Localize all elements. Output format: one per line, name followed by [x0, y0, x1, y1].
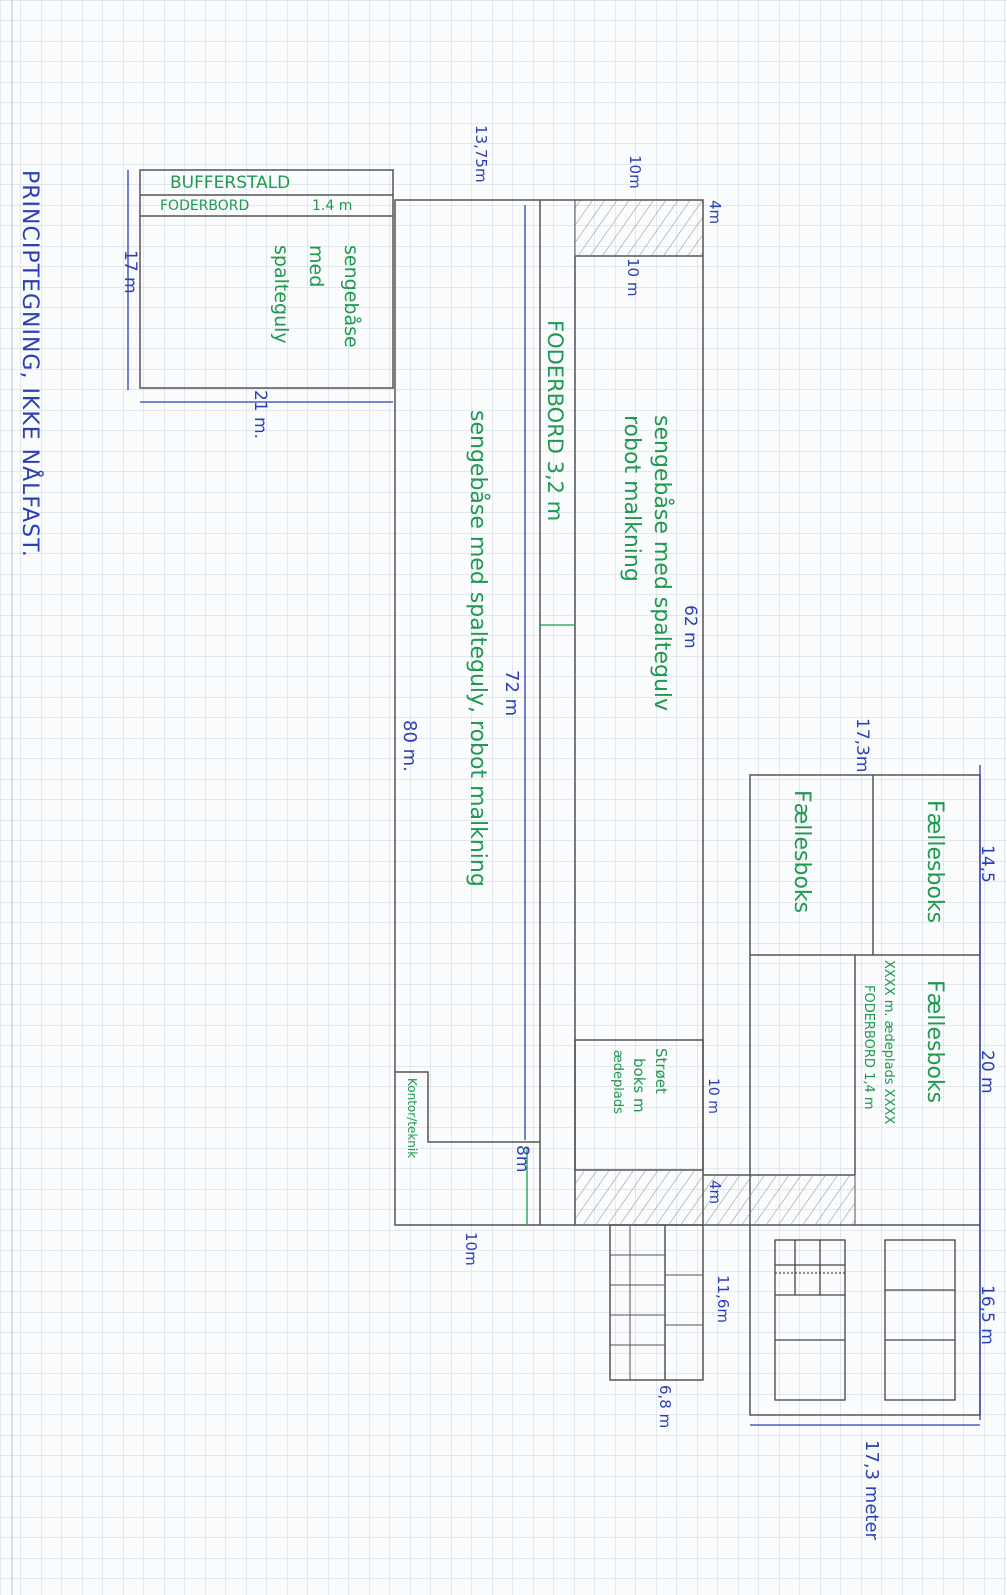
- page-title: PRINCIPTEGNING, IKKE NÅLFAST.: [17, 170, 42, 558]
- bufferstald-foderbord-width: 1.4 m: [312, 198, 353, 214]
- main-bottom-dim: 10m: [462, 1232, 480, 1266]
- main-right-label-1: sengebåse med spaltegulv: [649, 415, 674, 712]
- hatched-corner-top: [574, 199, 704, 257]
- lower-hatch-dim: 4m: [706, 1180, 724, 1205]
- kontor-outline: [395, 1071, 540, 1143]
- main-foderbord: FODERBORD 3,2 m: [543, 320, 567, 522]
- corner-top-dim: 10m: [626, 155, 644, 189]
- strobox-label-2: boks m: [630, 1058, 648, 1113]
- box-unit: [884, 1239, 956, 1401]
- hatched-lower-main: [574, 1169, 704, 1226]
- bufferstald-sengebaase-2: med: [305, 245, 327, 288]
- main-barn-outline: [394, 199, 704, 1226]
- faellesboks-left: Fællesboks: [789, 790, 814, 914]
- stairs-width: 6,8 m: [656, 1385, 674, 1429]
- robot-unit: [774, 1239, 846, 1401]
- annex-top-dim: 17,3m: [852, 718, 872, 773]
- main-top-width: 13,75m: [472, 125, 490, 183]
- bufferstald-sengebaase-3: spalteguly: [270, 245, 292, 344]
- stairs-dim: 11,6m: [714, 1275, 732, 1324]
- main-length-total: 80 m.: [399, 720, 420, 772]
- corner-width-dim: 10 m: [624, 258, 642, 297]
- corner-side-dim: 4m: [706, 200, 724, 225]
- bufferstald-height: 17 m: [120, 250, 140, 294]
- bufferstald-outline: [139, 169, 394, 389]
- annex-seg3-dim: 16,5 m: [977, 1285, 997, 1345]
- main-length-inner: 72 m: [501, 670, 522, 717]
- annex-bottom-dim: 17,3 meter: [861, 1440, 882, 1540]
- foderbord-note: FODERBORD 1,4 m: [861, 985, 876, 1110]
- main-right-label-2: robot malkning: [619, 415, 644, 582]
- main-sengebaase-left: sengebåse med spalteguly, robot malkning: [465, 410, 490, 887]
- main-right-length: 62 m: [680, 605, 700, 649]
- kontor-label: Kontor/teknik: [405, 1078, 419, 1159]
- strobox-label-3: ædeplads: [610, 1050, 625, 1114]
- aedeplads-note: XXXX m. ædeplads XXXX: [881, 960, 896, 1125]
- strobox-dim: 10 m: [705, 1078, 721, 1114]
- bufferstald-label: BUFFERSTALD: [170, 173, 291, 193]
- bufferstald-width: 21 m.: [250, 390, 270, 439]
- strobox-label-1: Strøet: [652, 1048, 670, 1094]
- faellesboks-right-bottom: Fællesboks: [922, 980, 947, 1104]
- faellesboks-right-top: Fællesboks: [922, 800, 947, 924]
- annex-seg1-dim: 14,5: [977, 845, 997, 883]
- bufferstald-sengebaase-1: sengebåse: [340, 245, 362, 348]
- kontor-dim: 8m: [512, 1145, 532, 1173]
- annex-seg2-dim: 20 m: [977, 1050, 997, 1094]
- bufferstald-foderbord-label: FODERBORD: [160, 198, 250, 214]
- hatched-lower-annex: [702, 1174, 856, 1226]
